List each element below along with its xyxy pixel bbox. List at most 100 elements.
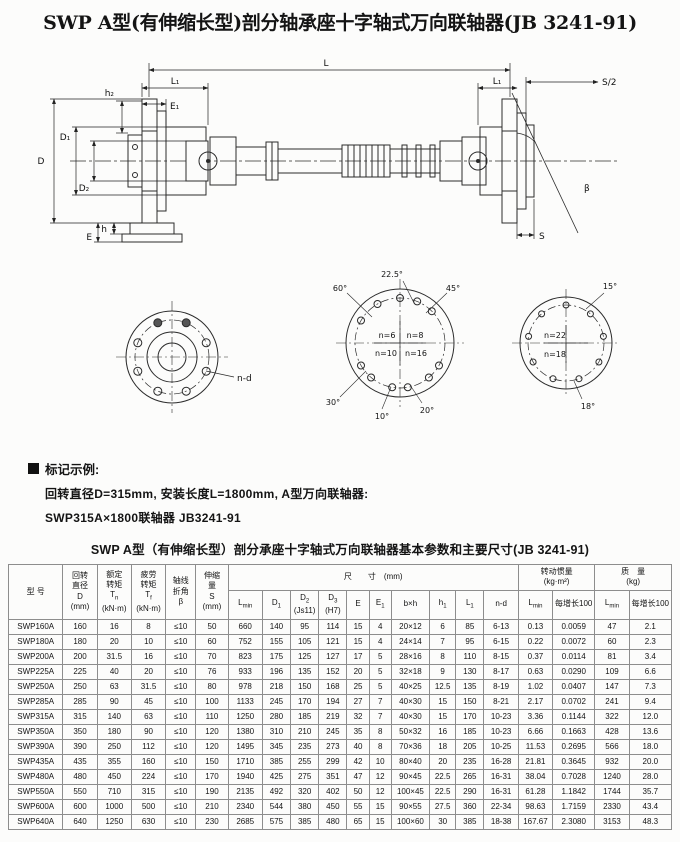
value-cell: 544: [261, 798, 292, 815]
value-cell: 50: [195, 618, 229, 635]
value-cell: 752: [227, 633, 263, 650]
value-cell: 6-13: [483, 618, 519, 635]
value-cell: 480: [318, 813, 348, 830]
col-group-dimensions: 尺 寸 (mm): [227, 564, 519, 591]
beta-line: [511, 92, 579, 234]
value-cell: 12: [368, 783, 392, 800]
value-cell: ≤10: [165, 678, 197, 695]
value-cell: 4: [368, 633, 392, 650]
value-cell: 152: [318, 663, 348, 680]
dim-label-D: D: [38, 157, 45, 167]
col-header-inertia-lmin: Lmin: [517, 589, 554, 620]
value-cell: 235: [290, 738, 320, 755]
model-cell: SWP180A: [7, 633, 64, 650]
value-cell: 170: [195, 768, 229, 785]
col-header-inertia-per100: 每增长100: [552, 589, 596, 620]
value-cell: 425: [261, 768, 292, 785]
value-cell: 1495: [227, 738, 263, 755]
value-cell: 20: [346, 663, 370, 680]
model-cell: SWP640A: [7, 813, 64, 830]
left-cross-journal: [198, 151, 218, 171]
value-cell: 265: [455, 768, 485, 785]
value-cell: 95: [455, 633, 485, 650]
angle-label-20: 20°: [420, 406, 434, 415]
value-cell: 1000: [96, 798, 132, 815]
value-cell: 600: [62, 798, 98, 815]
count-label-n16: n=16: [405, 349, 427, 358]
value-cell: 5: [368, 663, 392, 680]
value-cell: 20.0: [628, 753, 673, 770]
example-heading: 标记示例:: [45, 463, 100, 477]
value-cell: 8-15: [483, 648, 519, 665]
value-cell: 15: [429, 708, 457, 725]
value-cell: 150: [195, 753, 229, 770]
col-group-mass: 质 量 (kg): [594, 564, 672, 591]
value-cell: 40×25: [390, 678, 431, 695]
value-cell: 823: [227, 648, 263, 665]
value-cell: 2.3: [628, 633, 673, 650]
marking-example: 标记示例: 回转直径D=315mm, 安装长度L=1800mm, A型万向联轴器…: [28, 459, 672, 526]
value-cell: 8-17: [483, 663, 519, 680]
label-n-d: n-d: [237, 374, 252, 384]
value-cell: 81: [594, 648, 630, 665]
angle-label-10: 10°: [375, 412, 389, 421]
value-cell: 65: [346, 813, 370, 830]
value-cell: 2685: [227, 813, 263, 830]
value-cell: 0.63: [517, 663, 554, 680]
value-cell: 160: [130, 753, 167, 770]
value-cell: 185: [290, 708, 320, 725]
value-cell: 16: [96, 618, 132, 635]
value-cell: 250: [96, 738, 132, 755]
dim-label-L1-right: L₁: [493, 77, 502, 87]
value-cell: ≤10: [165, 768, 197, 785]
value-cell: 2.1: [628, 618, 673, 635]
value-cell: 10-23: [483, 723, 519, 740]
value-cell: 150: [455, 693, 485, 710]
right-flange-view: [512, 289, 620, 400]
nd-leader: [205, 370, 235, 378]
model-cell: SWP350A: [7, 723, 64, 740]
dim-label-E: E: [86, 233, 92, 243]
value-cell: 12.0: [628, 708, 673, 725]
value-cell: 205: [455, 738, 485, 755]
table-head: 型 号 回转 直径 D (mm) 额定 转矩 Tn (kN·m) 疲劳 转矩 T…: [7, 564, 673, 620]
value-cell: 8: [429, 648, 457, 665]
value-cell: ≤10: [165, 753, 197, 770]
value-cell: 27.5: [429, 798, 457, 815]
value-cell: 28.0: [628, 768, 673, 785]
value-cell: 16: [130, 648, 167, 665]
value-cell: 4: [368, 618, 392, 635]
value-cell: 140: [261, 618, 292, 635]
value-cell: 63: [130, 708, 167, 725]
value-cell: 8: [368, 723, 392, 740]
value-cell: 42: [346, 753, 370, 770]
value-cell: 109: [594, 663, 630, 680]
model-cell: SWP250A: [7, 678, 64, 695]
value-cell: 241: [594, 693, 630, 710]
value-cell: 135: [290, 663, 320, 680]
technical-drawing: L h₂ L₁ E₁ L₁ S/2 D D₁ D₂ h E S β: [8, 41, 672, 445]
col-header-rated-torque: 额定 转矩 Tn (kN·m): [96, 564, 132, 620]
drawing-svg: L h₂ L₁ E₁ L₁ S/2 D D₁ D₂ h E S β: [38, 59, 620, 421]
value-cell: 1940: [227, 768, 263, 785]
value-cell: 110: [455, 648, 485, 665]
value-cell: 5: [368, 678, 392, 695]
value-cell: ≤10: [165, 708, 197, 725]
value-cell: ≤10: [165, 633, 197, 650]
value-cell: 710: [96, 783, 132, 800]
value-cell: 43.4: [628, 798, 673, 815]
value-cell: 90×55: [390, 798, 431, 815]
value-cell: ≤10: [165, 618, 197, 635]
value-cell: 1744: [594, 783, 630, 800]
value-cell: 160: [62, 618, 98, 635]
table-title: SWP A型（有伸缩长型）剖分承座十字轴式万向联轴器基本参数和主要尺寸(JB 3…: [90, 543, 590, 557]
value-cell: 250: [62, 678, 98, 695]
value-cell: 218: [261, 678, 292, 695]
value-cell: 90: [96, 693, 132, 710]
col-header-e: E: [346, 589, 370, 620]
value-cell: 1133: [227, 693, 263, 710]
value-cell: 12: [368, 768, 392, 785]
